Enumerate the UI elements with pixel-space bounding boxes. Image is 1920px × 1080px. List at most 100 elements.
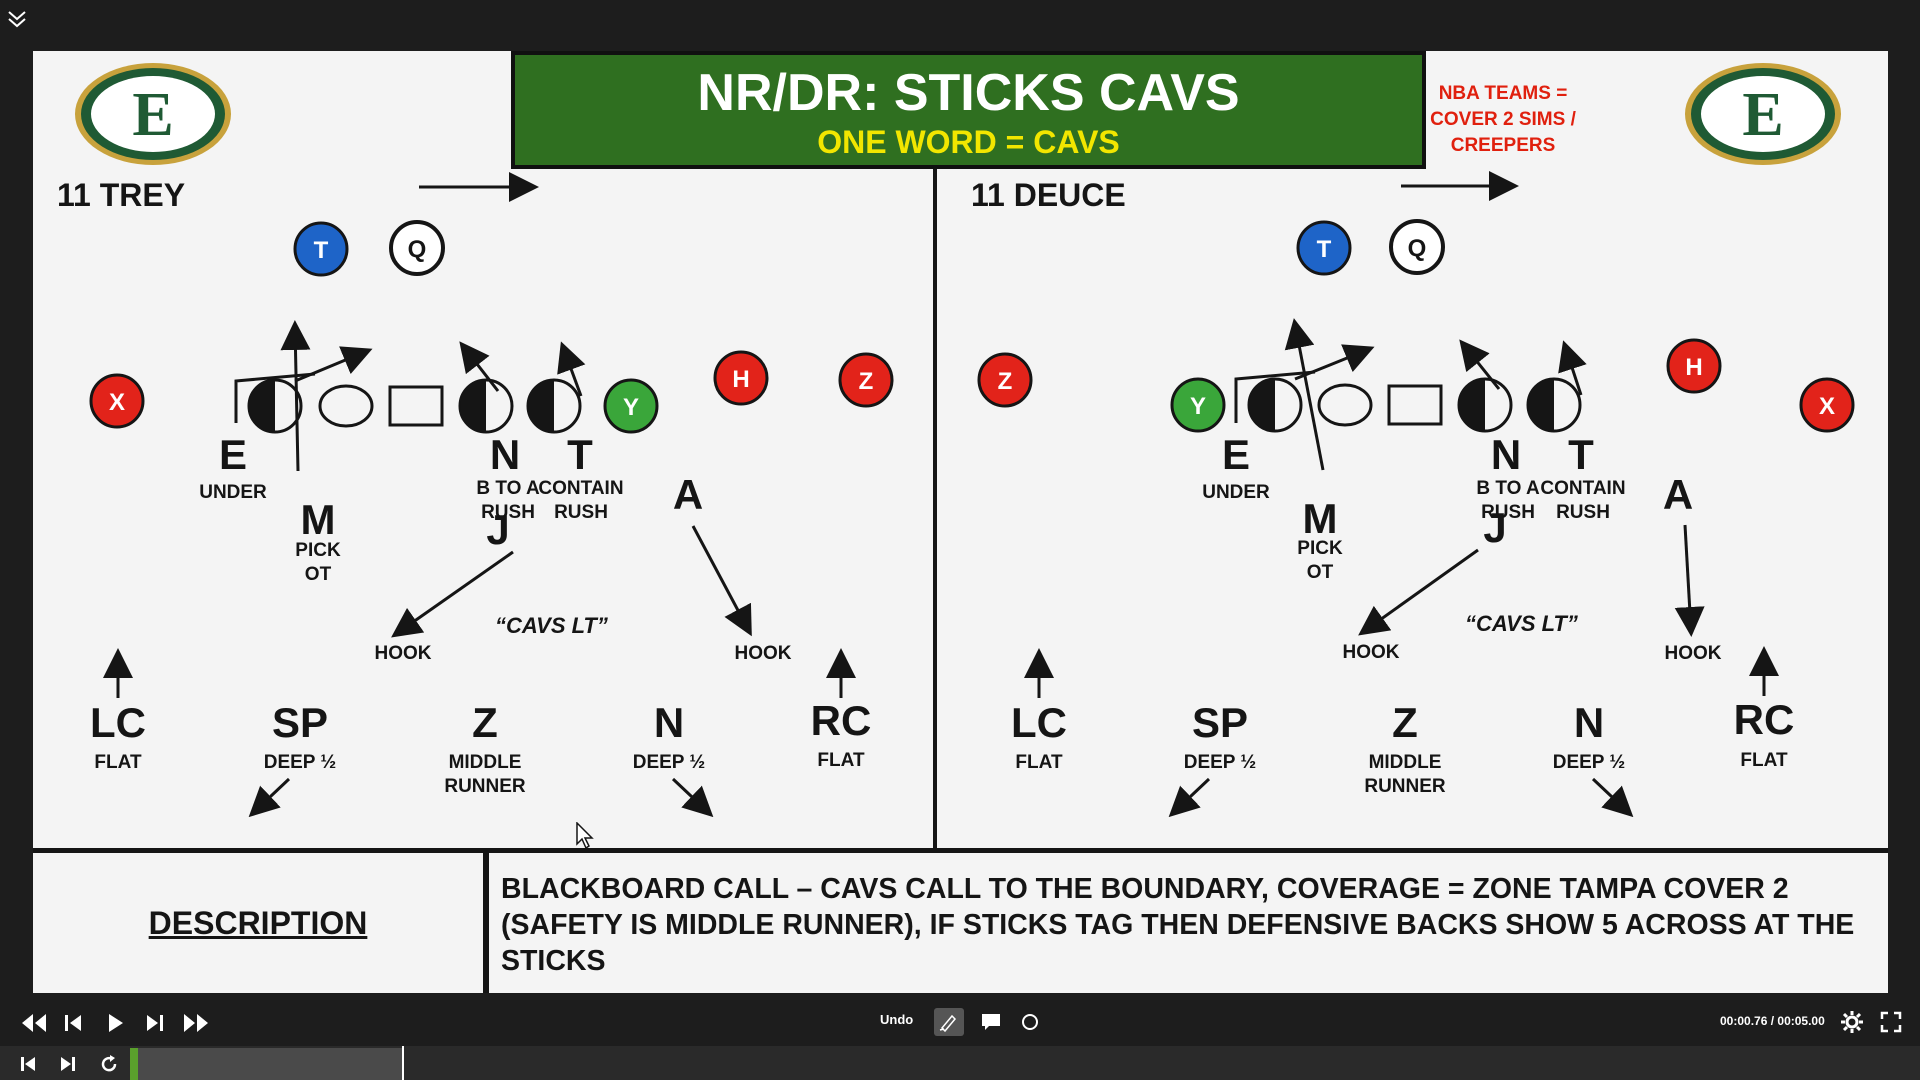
step-back-icon[interactable] — [63, 1012, 83, 1034]
def-z-right: Z — [1392, 699, 1418, 746]
svg-text:Z: Z — [859, 368, 874, 395]
svg-text:Z: Z — [998, 368, 1013, 395]
def-hook1-left: HOOK — [374, 643, 432, 664]
description-separator — [483, 848, 489, 993]
step-forward-icon[interactable] — [145, 1012, 165, 1034]
def-t-left: T — [567, 431, 593, 478]
gear-icon[interactable] — [1840, 1010, 1864, 1034]
undo-button[interactable]: Undo — [880, 1012, 914, 1027]
def-t-right: T — [1568, 431, 1594, 478]
def-e-right: E — [1221, 431, 1250, 478]
description-text: BLACKBOARD CALL – CAVS CALL TO THE BOUND… — [501, 873, 1855, 977]
def-sp-role-left: DEEP ½ — [263, 752, 337, 773]
playhead-handle[interactable] — [402, 1046, 404, 1080]
def-n-right: N — [1490, 431, 1522, 478]
def-hook2-left: HOOK — [734, 643, 792, 664]
def-n-role-left: B TO A RUSH — [476, 478, 540, 523]
slide-title: NR/DR: STICKS CAVS — [697, 64, 1240, 122]
circle-tool-icon[interactable] — [1020, 1012, 1040, 1032]
rewind-icon[interactable] — [20, 1012, 48, 1034]
def-a-left: A — [672, 471, 704, 518]
a-hook-arrow-left — [691, 525, 752, 637]
m-route-left — [280, 320, 311, 472]
t-rush-left — [557, 341, 586, 397]
svg-text:T: T — [1317, 236, 1332, 263]
player-z-right: Z — [977, 352, 1033, 408]
description-top-border — [33, 848, 1888, 853]
fullscreen-icon[interactable] — [1880, 1011, 1902, 1033]
player-x-left: X — [89, 373, 145, 429]
time-total: 00:05.00 — [1777, 1014, 1825, 1028]
svg-text:T: T — [314, 237, 329, 264]
collapse-chevron-icon[interactable] — [4, 6, 30, 32]
logo-letter: E — [132, 81, 173, 149]
player-t-right: T — [1296, 220, 1352, 276]
svg-text:Y: Y — [623, 394, 639, 421]
def-t-role-right: CONTAIN RUSH — [1540, 478, 1626, 523]
def-n2-role-left: DEEP ½ — [632, 752, 706, 773]
def-j-left: J — [486, 506, 510, 553]
svg-text:H: H — [732, 366, 749, 393]
def-n2-right: N — [1573, 699, 1605, 746]
def-m-right: M — [1302, 495, 1338, 542]
def-m-role-right: PICK OT — [1297, 538, 1343, 583]
def-rc-right: RC — [1733, 696, 1795, 743]
m-branch-right — [1294, 344, 1375, 381]
def-j-right: J — [1483, 504, 1507, 551]
time-separator: / — [1767, 1014, 1778, 1028]
offense-markers: T Q X Y H Z T Q Z Y H X — [89, 219, 1855, 434]
player-z-left: Z — [838, 352, 894, 408]
play-diagram — [103, 171, 1779, 818]
logo-letter: E — [1742, 81, 1783, 149]
def-z-role-right: MIDDLE RUNNER — [1364, 752, 1446, 797]
t-rush-right — [1558, 340, 1587, 396]
def-e-role-left: UNDER — [199, 482, 267, 503]
comment-icon[interactable] — [980, 1012, 1002, 1032]
right-offensive-line — [1247, 377, 1582, 433]
def-hook1-right: HOOK — [1342, 642, 1400, 663]
def-sp-role-right: DEEP ½ — [1183, 752, 1257, 773]
def-hook2-right: HOOK — [1664, 643, 1722, 664]
def-m-left: M — [300, 496, 336, 543]
top-bar — [0, 0, 1920, 50]
fast-forward-icon[interactable] — [182, 1012, 210, 1034]
svg-text:H: H — [1685, 354, 1702, 381]
team-logo-left: E — [75, 63, 231, 165]
left-offensive-line — [247, 378, 582, 434]
a-hook-arrow-right — [1674, 524, 1705, 637]
play-icon[interactable] — [105, 1012, 125, 1034]
formation-left: 11 TREY — [57, 177, 186, 213]
formation-right: 11 DEUCE — [971, 177, 1126, 213]
def-lc-left: LC — [90, 699, 146, 746]
loop-icon[interactable] — [98, 1053, 120, 1075]
def-m-role-left: PICK OT — [295, 540, 341, 585]
def-rc-role-left: FLAT — [817, 750, 865, 771]
timeline-track[interactable] — [130, 1048, 404, 1080]
pen-tool-icon[interactable] — [934, 1008, 964, 1036]
def-lc-right: LC — [1011, 699, 1067, 746]
player-x-right: X — [1799, 377, 1855, 433]
j-hook-arrow-left — [391, 550, 514, 638]
player-y-left: Y — [603, 378, 659, 434]
sp-arrow-left — [248, 777, 291, 818]
m-route-right — [1284, 318, 1325, 471]
def-lc-role-right: FLAT — [1015, 752, 1063, 773]
description-label: DESCRIPTION — [148, 904, 368, 941]
svg-text:X: X — [109, 389, 125, 416]
skip-to-start-icon[interactable] — [18, 1054, 38, 1074]
timeline-progress — [130, 1048, 138, 1080]
def-a-right: A — [1662, 471, 1694, 518]
svg-text:Q: Q — [1408, 235, 1427, 262]
m-branch-left — [294, 346, 373, 383]
e-route-left — [234, 372, 316, 423]
skip-to-end-icon[interactable] — [58, 1054, 78, 1074]
n-rush-right — [1459, 339, 1501, 390]
def-z-left: Z — [472, 699, 498, 746]
def-sp-right: SP — [1191, 699, 1249, 746]
team-logo-right: E — [1685, 63, 1841, 165]
e-route-right — [1234, 370, 1316, 423]
call-label-left: “CAVS LT” — [495, 613, 608, 638]
mouse-cursor-icon — [576, 822, 594, 850]
player-h-right: H — [1666, 338, 1722, 394]
player-h-left: H — [713, 350, 769, 406]
